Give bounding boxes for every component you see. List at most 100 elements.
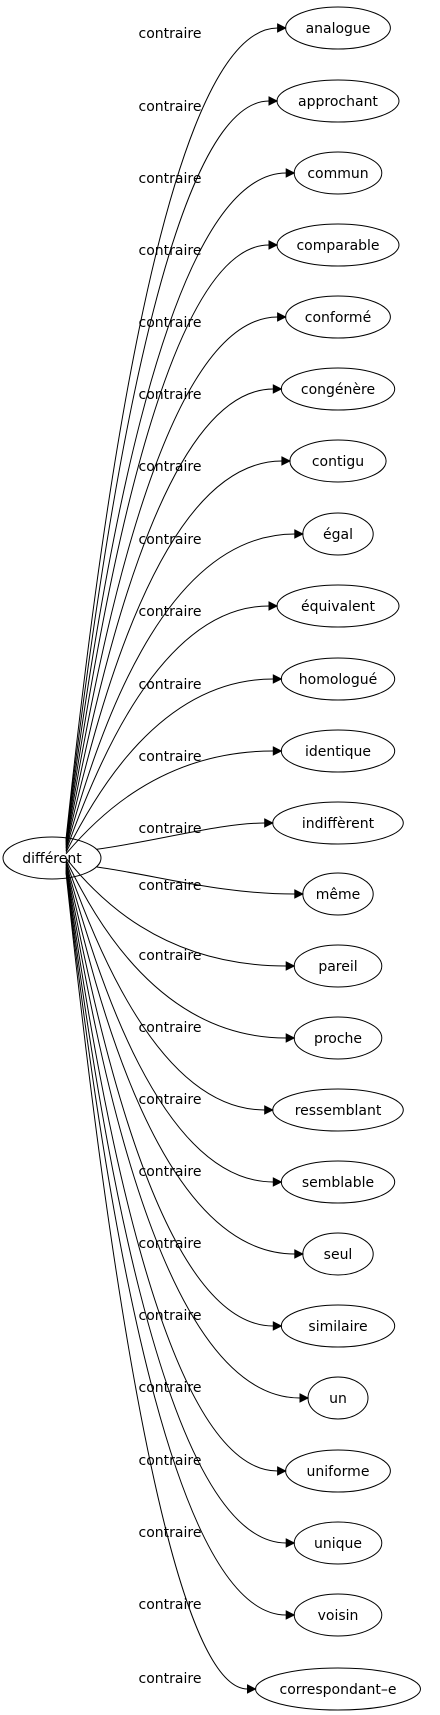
relation-label: contraire [139, 99, 202, 115]
target-node[interactable]: voisin [293, 1593, 383, 1637]
target-node-label: analogue [306, 21, 371, 37]
relation-label: contraire [139, 387, 202, 403]
relation-edge: contraire [65, 96, 279, 841]
target-node[interactable]: similaire [280, 1304, 396, 1348]
target-node-label: conformé [305, 310, 371, 326]
relation-edge: contraire [65, 23, 287, 840]
relation-label: contraire [139, 677, 202, 693]
target-node[interactable]: uniforme [285, 1449, 391, 1493]
target-node[interactable]: identique [280, 729, 396, 773]
target-node-label: égal [323, 527, 353, 543]
target-node-label: un [329, 1391, 347, 1407]
target-node[interactable]: analogue [285, 6, 391, 50]
relation-label: contraire [139, 1671, 202, 1687]
target-node-label: proche [314, 1031, 362, 1047]
relation-label: contraire [139, 1092, 202, 1108]
relation-edge: contraire [65, 869, 296, 1548]
target-node-label: correspondant–e [280, 1682, 397, 1698]
target-node[interactable]: congénère [280, 367, 396, 411]
relation-edge: contraire [65, 384, 283, 847]
target-node[interactable]: seul [302, 1232, 374, 1276]
target-node-label: approchant [298, 94, 378, 110]
target-node-label: même [316, 887, 361, 903]
relation-label: contraire [139, 1308, 202, 1324]
relation-label: contraire [139, 532, 202, 548]
target-node-label: contigu [312, 454, 364, 470]
relation-label: contraire [139, 1020, 202, 1036]
target-node-label: semblable [302, 1175, 374, 1191]
relation-label: contraire [139, 26, 202, 42]
target-node-label: comparable [296, 238, 379, 254]
relation-label: contraire [139, 243, 202, 259]
target-node[interactable]: correspondant–e [255, 1667, 421, 1711]
relation-label: contraire [139, 315, 202, 331]
target-node[interactable]: approchant [276, 79, 400, 123]
relation-label: contraire [139, 1597, 202, 1613]
target-node[interactable]: un [307, 1376, 369, 1420]
relation-edge: contraire [65, 312, 287, 846]
nodes-layer: différent analogue approchant commun compar… [2, 6, 421, 1711]
relation-label: contraire [139, 171, 202, 187]
relation-edge: contraire [65, 865, 283, 1331]
relation-edge: contraire [65, 859, 296, 1043]
relation-edge: contraire [65, 674, 283, 853]
target-node-label: similaire [308, 1319, 367, 1335]
source-node-label: différent [22, 851, 82, 867]
target-node-label: homologué [299, 672, 377, 688]
relation-edge: contraire [65, 529, 304, 850]
target-node[interactable]: contigu [289, 439, 387, 483]
target-node[interactable]: équivalent [276, 584, 400, 628]
relation-label: contraire [139, 1236, 202, 1252]
relation-label: contraire [139, 1380, 202, 1396]
relation-edge: contraire [65, 863, 304, 1259]
relation-edge: contraire [65, 871, 296, 1620]
target-node-label: identique [305, 744, 371, 760]
target-node[interactable]: conformé [285, 295, 391, 339]
relation-edge: contraire [65, 857, 296, 971]
relation-edge: contraire [65, 601, 279, 852]
target-node[interactable]: égal [302, 512, 374, 556]
relation-edge: contraire [65, 866, 310, 1403]
relation-edge: contraire [65, 240, 279, 844]
relation-edge: contraire [65, 168, 296, 843]
target-node[interactable]: ressemblant [272, 1088, 404, 1132]
relation-edge: contraire [96, 866, 304, 899]
target-node-label: commun [307, 166, 368, 182]
target-node[interactable]: pareil [293, 944, 383, 988]
relation-edge: contraire [65, 746, 283, 855]
relation-label: contraire [139, 604, 202, 620]
relation-edge: contraire [65, 456, 292, 849]
source-node[interactable]: différent [2, 836, 102, 880]
target-node-label: pareil [318, 959, 357, 975]
target-node-label: indiffèrent [302, 816, 375, 832]
relation-label: contraire [139, 878, 202, 894]
relation-label: contraire [139, 459, 202, 475]
target-node[interactable]: commun [293, 151, 383, 195]
relation-label: contraire [139, 1164, 202, 1180]
target-node[interactable]: comparable [276, 223, 400, 267]
relation-label: contraire [139, 1525, 202, 1541]
relation-label: contraire [139, 821, 202, 837]
target-node[interactable]: proche [293, 1016, 383, 1060]
target-node[interactable]: même [302, 872, 374, 916]
relation-label: contraire [139, 948, 202, 964]
target-node[interactable]: homologué [280, 657, 396, 701]
relation-label: contraire [139, 1453, 202, 1469]
target-node-label: équivalent [301, 599, 376, 615]
relation-edge: contraire [96, 818, 274, 850]
target-node-label: voisin [318, 1608, 359, 1624]
target-node[interactable]: semblable [280, 1160, 396, 1204]
target-node-label: seul [324, 1247, 353, 1263]
target-node-label: ressemblant [295, 1103, 382, 1119]
target-node-label: uniforme [307, 1464, 370, 1480]
relation-label: contraire [139, 749, 202, 765]
target-node-label: unique [314, 1536, 362, 1552]
target-node[interactable]: unique [293, 1521, 383, 1565]
relation-edge: contraire [65, 862, 283, 1187]
target-node-label: congénère [301, 382, 375, 398]
target-node[interactable]: indiffèrent [272, 801, 404, 845]
relation-edge: contraire [65, 872, 257, 1694]
relation-edge: contraire [65, 860, 274, 1115]
relation-edge: contraire [65, 868, 287, 1476]
